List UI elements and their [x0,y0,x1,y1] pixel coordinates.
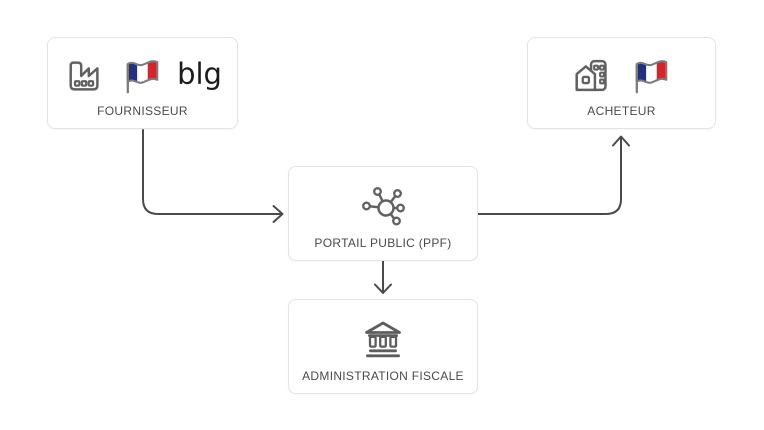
node-administration-fiscale: ADMINISTRATION FISCALE [288,299,478,394]
node-fournisseur: blg FOURNISSEUR [47,37,238,129]
flag-red-band [656,60,667,83]
factory-icon [69,60,99,91]
node-label-portail-public: PORTAIL PUBLIC (PPF) [314,236,452,250]
france-flag-icon [635,59,668,93]
blg-logo: blg [177,56,222,91]
acheteur-icons [570,38,673,105]
france-flag-icon [126,59,159,93]
arrow-portail-to-acheteur [477,135,630,215]
administration-icons [360,300,406,370]
portail-icons [360,167,406,237]
flag-red-band [147,60,158,83]
node-portail-public: PORTAIL PUBLIC (PPF) [288,166,478,261]
arrow-fournisseur-to-portail [142,129,284,223]
flag-blue-band [127,60,138,83]
flag-white-band [137,60,148,83]
node-label-administration-fiscale: ADMINISTRATION FISCALE [302,369,464,383]
arrow-portail-to-administration [374,260,392,294]
node-label-acheteur: ACHETEUR [587,104,656,118]
buildings-icon [575,59,607,92]
network-hub-icon [362,187,405,226]
node-acheteur: ACHETEUR [527,37,716,129]
flag-white-band [646,60,657,83]
flag-blue-band [636,60,647,83]
bank-icon [365,321,401,358]
node-label-fournisseur: FOURNISSEUR [97,104,188,118]
fournisseur-icons: blg [63,38,222,105]
